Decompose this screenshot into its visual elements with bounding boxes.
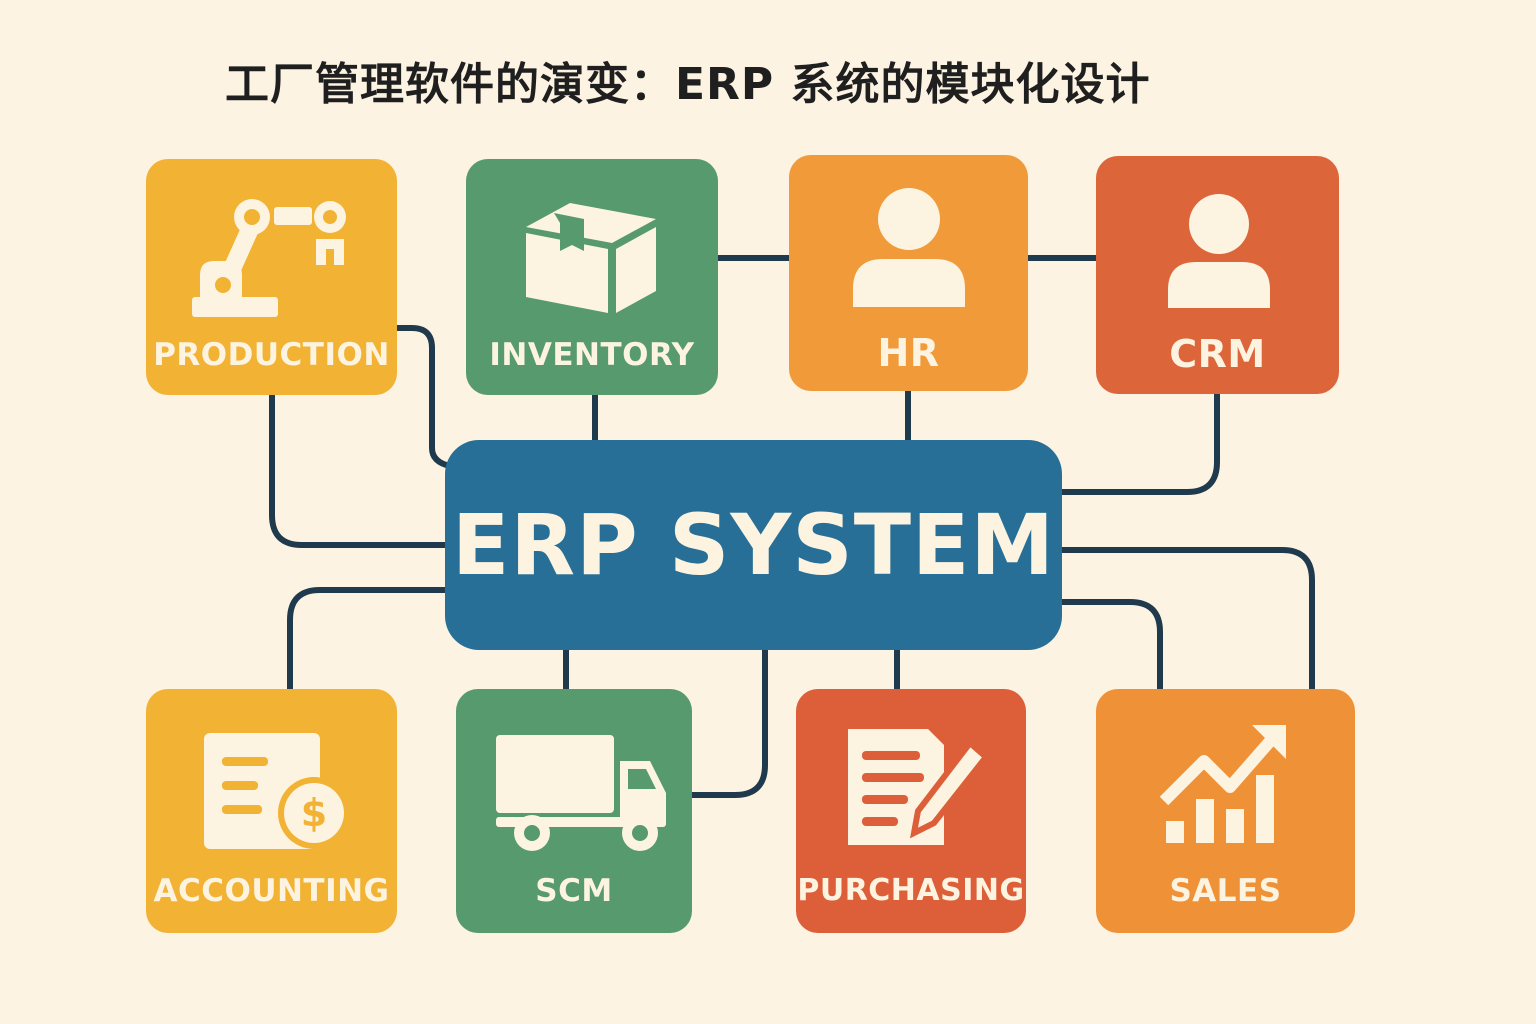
document-pencil-icon [848, 729, 988, 845]
module-crm: CRM [1096, 156, 1339, 394]
module-inventory: INVENTORY [466, 159, 718, 395]
connector-scm-right [690, 648, 768, 798]
module-scm-label: SCM [535, 873, 613, 909]
module-purchasing-label: PURCHASING [797, 873, 1025, 908]
module-hr: HR [789, 155, 1028, 391]
connector-production-bottom [269, 395, 447, 548]
truck-icon [496, 735, 666, 851]
person-icon [853, 188, 965, 307]
module-crm-label: CRM [1169, 332, 1266, 376]
connector-production-right [397, 325, 451, 469]
person-icon [1168, 194, 1270, 308]
module-accounting: $ ACCOUNTING [146, 689, 397, 933]
box-icon [526, 203, 656, 313]
page-title: 工厂管理软件的演变：ERP 系统的模块化设计 [225, 59, 1151, 110]
svg-text:$: $ [301, 791, 327, 835]
connector-sales-outer [1060, 547, 1315, 691]
erp-system-label: ERP SYSTEM [452, 496, 1055, 594]
module-production-label: PRODUCTION [153, 337, 390, 373]
connector-sales-inner [1060, 599, 1163, 691]
module-scm: SCM [456, 689, 692, 933]
module-purchasing: PURCHASING [796, 689, 1026, 933]
connector-crm [1060, 394, 1220, 495]
module-accounting-label: ACCOUNTING [153, 873, 390, 909]
erp-system-node: ERP SYSTEM [445, 440, 1062, 650]
module-inventory-label: INVENTORY [489, 337, 695, 373]
module-production: PRODUCTION [146, 159, 397, 395]
module-hr-label: HR [877, 331, 940, 375]
connector-accounting [287, 587, 447, 691]
module-sales: SALES [1096, 689, 1355, 933]
growth-chart-icon [1160, 725, 1286, 843]
robot-arm-icon [192, 199, 346, 317]
module-sales-label: SALES [1169, 873, 1282, 909]
invoice-dollar-icon: $ [204, 733, 346, 849]
